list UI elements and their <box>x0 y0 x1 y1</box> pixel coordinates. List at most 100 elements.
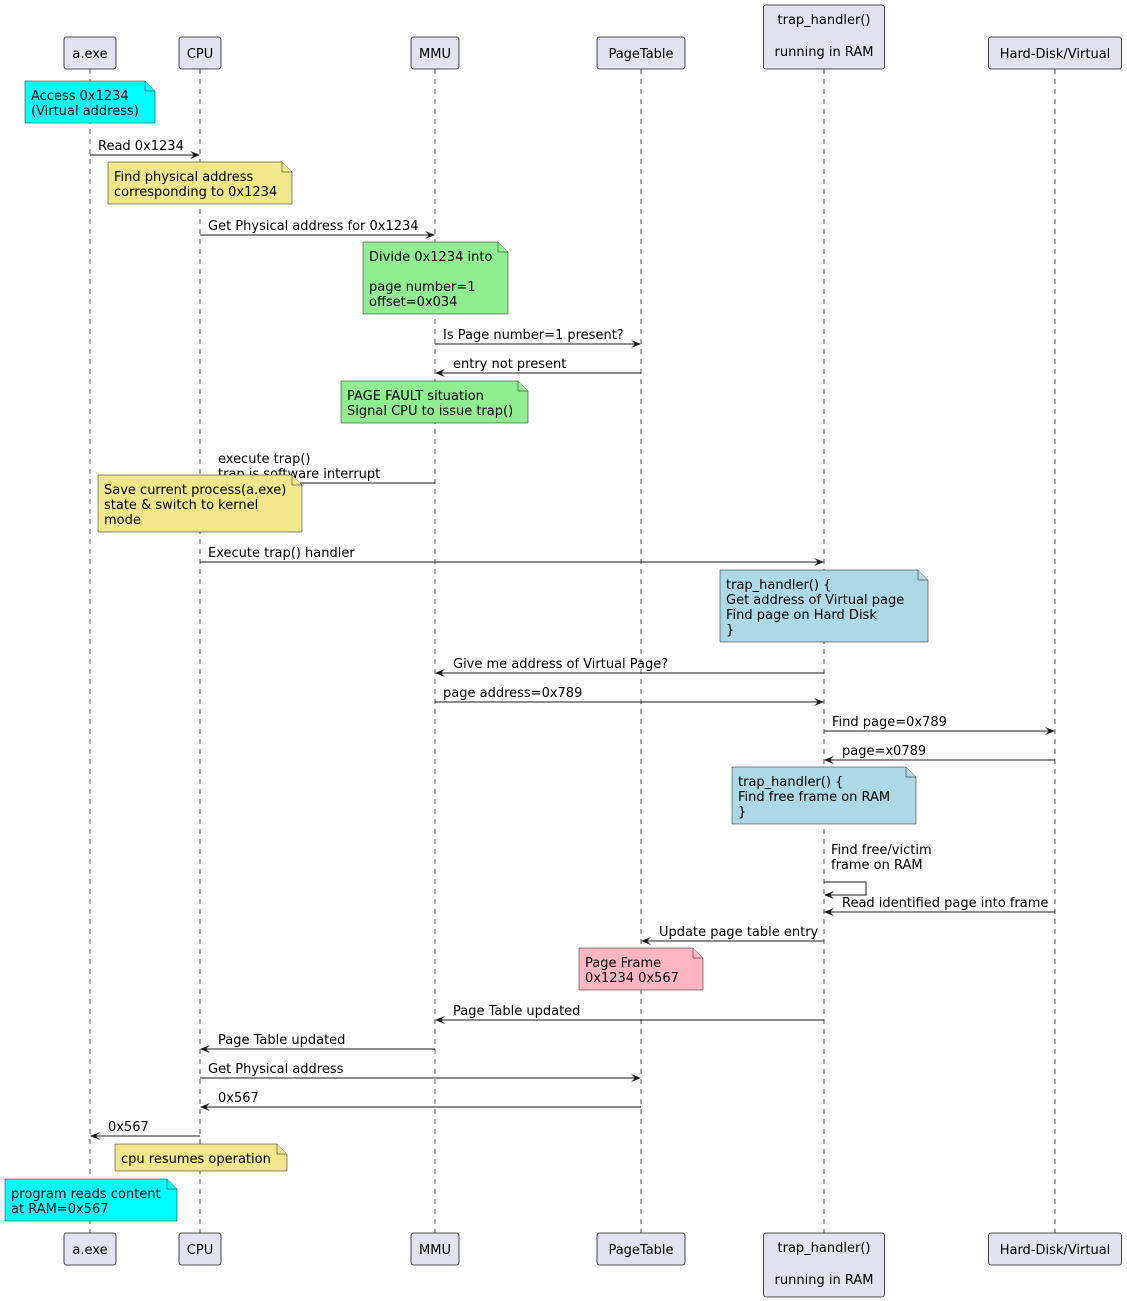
note-text: Divide 0x1234 into <box>369 250 492 265</box>
note-fold <box>905 767 916 778</box>
participant-label: Hard-Disk/Virtual <box>1000 47 1111 62</box>
arrowhead <box>190 151 200 159</box>
note-body <box>362 241 509 315</box>
participant-box <box>410 1232 460 1266</box>
note-body <box>731 766 917 825</box>
message-line <box>824 881 867 896</box>
note-text: trap_handler() { <box>738 775 843 790</box>
message-label: Page Table updated <box>453 1004 580 1019</box>
note-text: PAGE FAULT situation <box>347 389 484 404</box>
note-text: state & switch to kernel <box>104 498 258 513</box>
note-text: offset=0x034 <box>369 295 457 310</box>
message-mmu-to-cpu: Page Table updated <box>200 1033 435 1053</box>
arrowhead <box>824 756 834 764</box>
note-26: cpu resumes operation <box>114 1143 288 1172</box>
message-label: Get Physical address <box>208 1062 344 1077</box>
message-label: execute trap() <box>218 452 310 467</box>
note-fold <box>497 242 508 253</box>
participant-cpu-bottom: CPU <box>178 1232 222 1266</box>
note-fold <box>917 570 928 581</box>
note-text: mode <box>104 513 141 528</box>
note-fold <box>291 475 302 486</box>
message-trap-to-pagetable: Update page table entry <box>641 925 824 945</box>
participant-box <box>178 36 222 70</box>
participant-label: trap_handler() <box>778 1241 871 1256</box>
message-label: Find page=0x789 <box>832 715 947 730</box>
participant-label: PageTable <box>608 1243 673 1258</box>
note-body <box>107 161 293 205</box>
note-text: Signal CPU to issue trap() <box>347 404 513 419</box>
note-16: trap_handler() { Find free frame on RAM} <box>731 766 917 825</box>
note-0: Access 0x1234(Virtual address) <box>24 80 156 124</box>
participant-label: a.exe <box>72 47 107 62</box>
message-label: Is Page number=1 present? <box>443 328 624 343</box>
message-cpu-to-mmu: Get Physical address for 0x1234 <box>200 219 435 239</box>
participant-label: PageTable <box>608 47 673 62</box>
message-label: 0x567 <box>218 1091 259 1106</box>
participant-cpu-top: CPU <box>178 36 222 70</box>
message-label: 0x567 <box>108 1120 149 1135</box>
note-text: at RAM=0x567 <box>11 1202 108 1217</box>
note-text: 0x1234 0x567 <box>585 971 679 986</box>
note-text: Get address of Virtual page <box>726 593 904 608</box>
message-cpu-to-trap: Execute trap() handler <box>200 546 824 566</box>
message-label: page address=0x789 <box>443 686 582 701</box>
participant-box <box>763 1232 885 1298</box>
arrowhead <box>435 1016 445 1024</box>
arrowhead <box>200 1103 210 1111</box>
note-11: trap_handler() { Get address of Virtual … <box>719 569 929 643</box>
message-mmu-to-trap: page address=0x789 <box>435 686 824 706</box>
participant-label: CPU <box>187 47 213 62</box>
participant-trap-top: trap_handler()running in RAM <box>763 4 885 70</box>
participant-box <box>410 36 460 70</box>
arrowhead <box>824 908 834 916</box>
participant-trap-bottom: trap_handler()running in RAM <box>763 1232 885 1298</box>
participant-box <box>596 36 686 70</box>
note-fold <box>276 1144 287 1155</box>
participant-disk-top: Hard-Disk/Virtual <box>988 36 1122 70</box>
note-fold <box>144 81 155 92</box>
arrowhead <box>631 340 641 348</box>
note-text: corresponding to 0x1234 <box>114 185 277 200</box>
participant-box <box>763 4 885 70</box>
note-text: } <box>738 805 746 820</box>
arrowhead <box>425 231 435 239</box>
note-text: trap_handler() { <box>726 578 831 593</box>
note-text: program reads content <box>11 1187 161 1202</box>
participant-label: CPU <box>187 1243 213 1258</box>
arrowhead <box>814 698 824 706</box>
message-trap-to-mmu: Page Table updated <box>435 1004 824 1024</box>
message-label: Read identified page into frame <box>842 896 1048 911</box>
note-body <box>578 947 704 991</box>
note-text: } <box>726 623 734 638</box>
participant-mmu-top: MMU <box>410 36 460 70</box>
message-label: frame on RAM <box>831 858 923 873</box>
note-body <box>114 1143 288 1172</box>
participant-box <box>596 1232 686 1266</box>
note-text: Save current process(a.exe) <box>104 483 286 498</box>
note-text: cpu resumes operation <box>121 1152 271 1167</box>
note-text: Access 0x1234 <box>31 89 129 104</box>
message-label: Page Table updated <box>218 1033 345 1048</box>
message-label: Give me address of Virtual Page? <box>453 657 668 672</box>
note-text: Page Frame <box>585 956 661 971</box>
note-fold <box>517 381 528 392</box>
message-label: entry not present <box>453 357 566 372</box>
message-cpu-to-aexe: 0x567 <box>90 1120 200 1140</box>
message-label: Execute trap() handler <box>208 546 355 561</box>
participant-label: Hard-Disk/Virtual <box>1000 1243 1111 1258</box>
participant-label: running in RAM <box>775 45 874 60</box>
note-text: (Virtual address) <box>31 104 139 119</box>
participant-aexe-top: a.exe <box>63 36 117 70</box>
message-trap-to-disk: Find page=0x789 <box>824 715 1055 735</box>
note-body <box>24 80 156 124</box>
message-trap-to-mmu: Give me address of Virtual Page? <box>435 657 824 677</box>
message-label: Find free/victim <box>831 843 932 858</box>
note-9: Save current process(a.exe)state & switc… <box>97 474 303 533</box>
arrowhead <box>90 1132 100 1140</box>
arrowhead <box>824 891 834 899</box>
note-text: Find physical address <box>114 170 253 185</box>
